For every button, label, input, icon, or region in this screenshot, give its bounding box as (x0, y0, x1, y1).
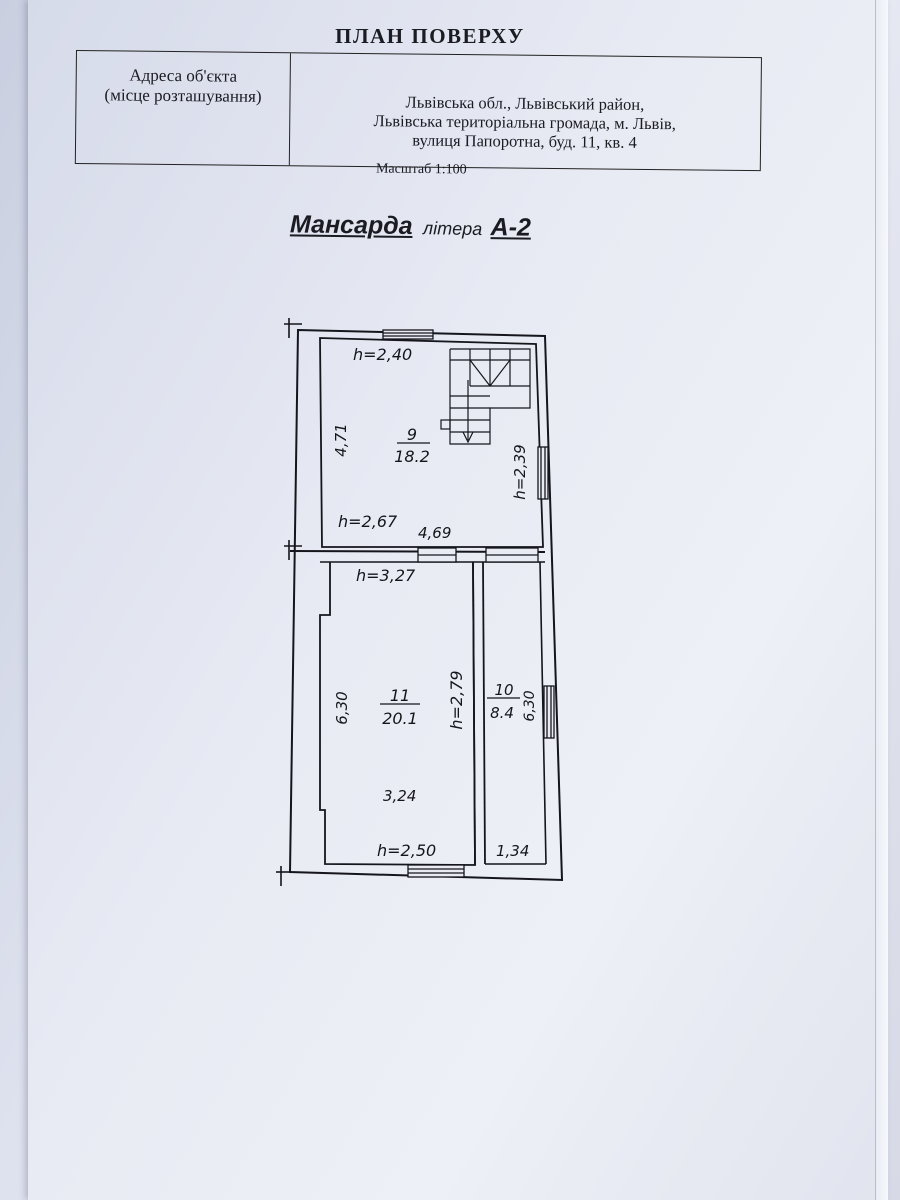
window-right-upper (537, 446, 549, 500)
room9-number: 9 (407, 425, 417, 444)
room11-area: 20.1 (382, 709, 418, 728)
dim-room11-width: 3,24 (383, 787, 416, 805)
document-sheet (28, 0, 888, 1200)
dim-room9-h-right: h=2,39 (511, 444, 529, 499)
dim-h-top: h=2,40 (353, 345, 412, 364)
window-bottom (407, 864, 465, 878)
window-right-lower (543, 685, 555, 739)
window-top (382, 329, 434, 340)
dim-room10-length: 6,30 (522, 690, 538, 721)
page-title: ПЛАН ПОВЕРХУ (335, 24, 525, 48)
wall-break-symbols (276, 318, 302, 886)
dim-room9-width: 4,69 (418, 524, 451, 542)
dim-room11-h-bottom: h=2,50 (377, 841, 436, 860)
room10-area: 8.4 (490, 704, 514, 722)
partition-wall (472, 561, 476, 866)
dim-room10-width: 1,34 (496, 842, 529, 860)
dim-room11-length: 6,30 (333, 691, 351, 724)
dim-room9-height-left: 4,71 (332, 423, 350, 456)
outer-wall (288, 328, 564, 882)
dim-room11-h-top: h=3,27 (356, 566, 416, 585)
room11-number: 11 (390, 686, 410, 705)
room9-area: 18.2 (394, 447, 430, 466)
page-edge (875, 0, 888, 1200)
room9-inner-wall (319, 337, 544, 548)
room10-right-wall (539, 561, 547, 865)
partition-wall-inner (482, 561, 486, 865)
dim-room9-h-bottom: h=2,67 (338, 512, 398, 531)
dim-room11-h-right: h=2,79 (447, 670, 466, 729)
room10-number: 10 (494, 681, 513, 699)
door-openings (417, 547, 539, 563)
staircase (440, 348, 531, 445)
